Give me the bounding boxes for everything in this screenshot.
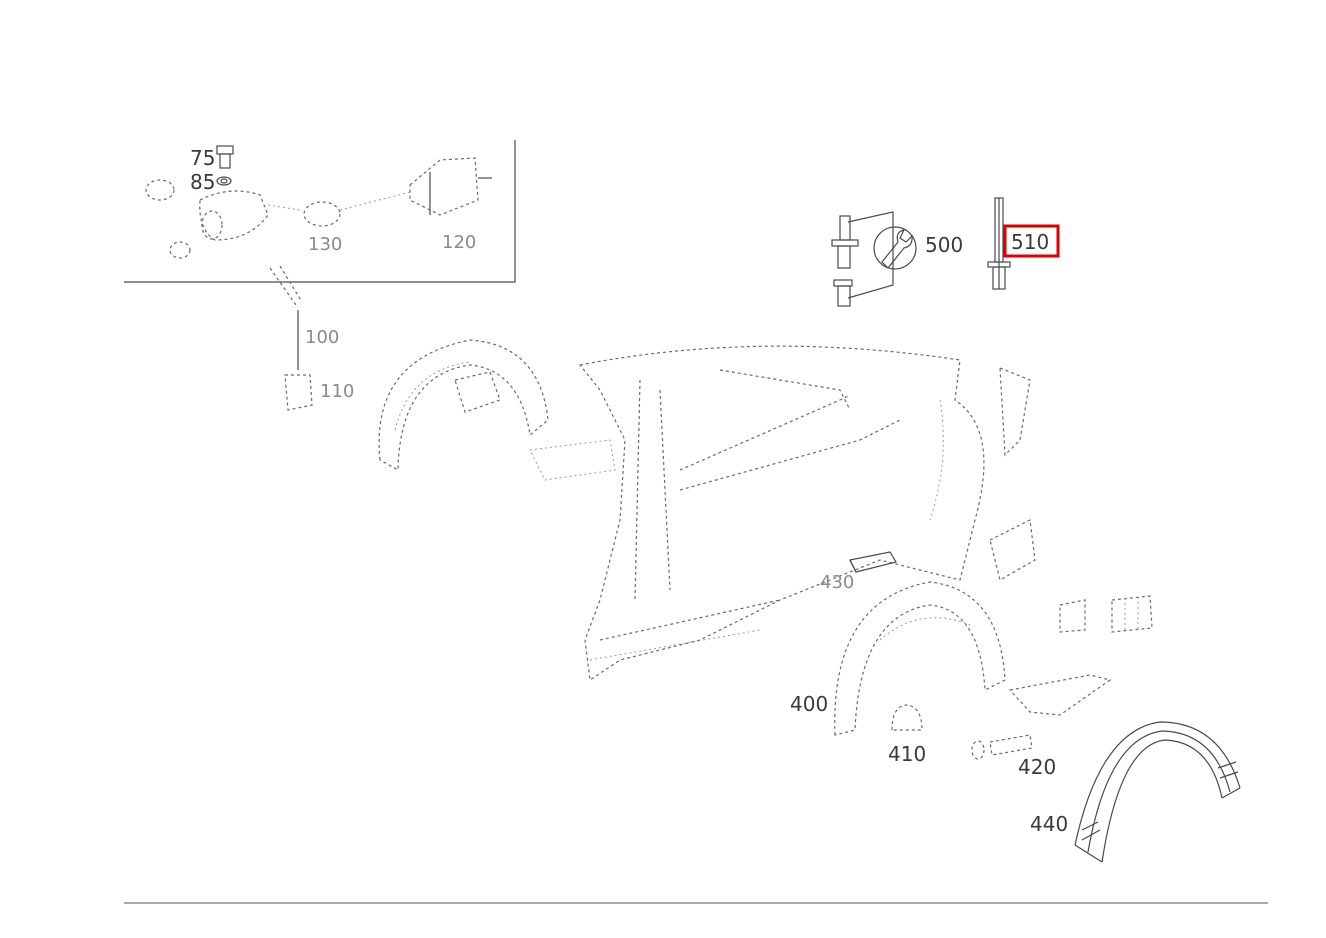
front-wheel-arch-liner	[378, 339, 616, 481]
callout-85: 85	[190, 170, 215, 194]
stalk-assembly: 100 110	[269, 265, 354, 411]
callout-410: 410	[888, 742, 926, 766]
part-130[interactable]	[303, 191, 411, 227]
callout-75: 75	[190, 146, 215, 170]
callout-500: 500	[925, 233, 963, 257]
part-410[interactable]: 410	[888, 704, 926, 766]
callout-510: 510	[1011, 230, 1049, 254]
callout-400: 400	[790, 692, 828, 716]
part-510[interactable]: 510	[987, 197, 1060, 290]
callout-130: 130	[308, 234, 342, 255]
mount-assembly	[145, 179, 301, 259]
part-430[interactable]: 430	[820, 551, 897, 593]
inset-detail: 75 85 130 120	[124, 140, 516, 283]
callout-420: 420	[1018, 755, 1056, 779]
part-420[interactable]: 420	[971, 674, 1112, 779]
wrench-icon	[873, 226, 917, 270]
selected-callout-highlight	[1003, 224, 1060, 258]
misc-small-parts	[1059, 595, 1153, 633]
callout-440: 440	[1030, 812, 1068, 836]
callout-110: 110	[320, 381, 354, 402]
part-85[interactable]	[216, 176, 232, 186]
part-75[interactable]	[216, 145, 234, 169]
part-500[interactable]: 500	[831, 211, 963, 307]
callout-100: 100	[305, 327, 339, 348]
part-400[interactable]: 400	[790, 581, 1006, 736]
body-side-panel	[578, 345, 1036, 682]
callout-120: 120	[442, 232, 476, 253]
part-440[interactable]: 440	[1030, 721, 1241, 863]
callout-430: 430	[820, 572, 854, 593]
part-120[interactable]	[409, 157, 492, 216]
